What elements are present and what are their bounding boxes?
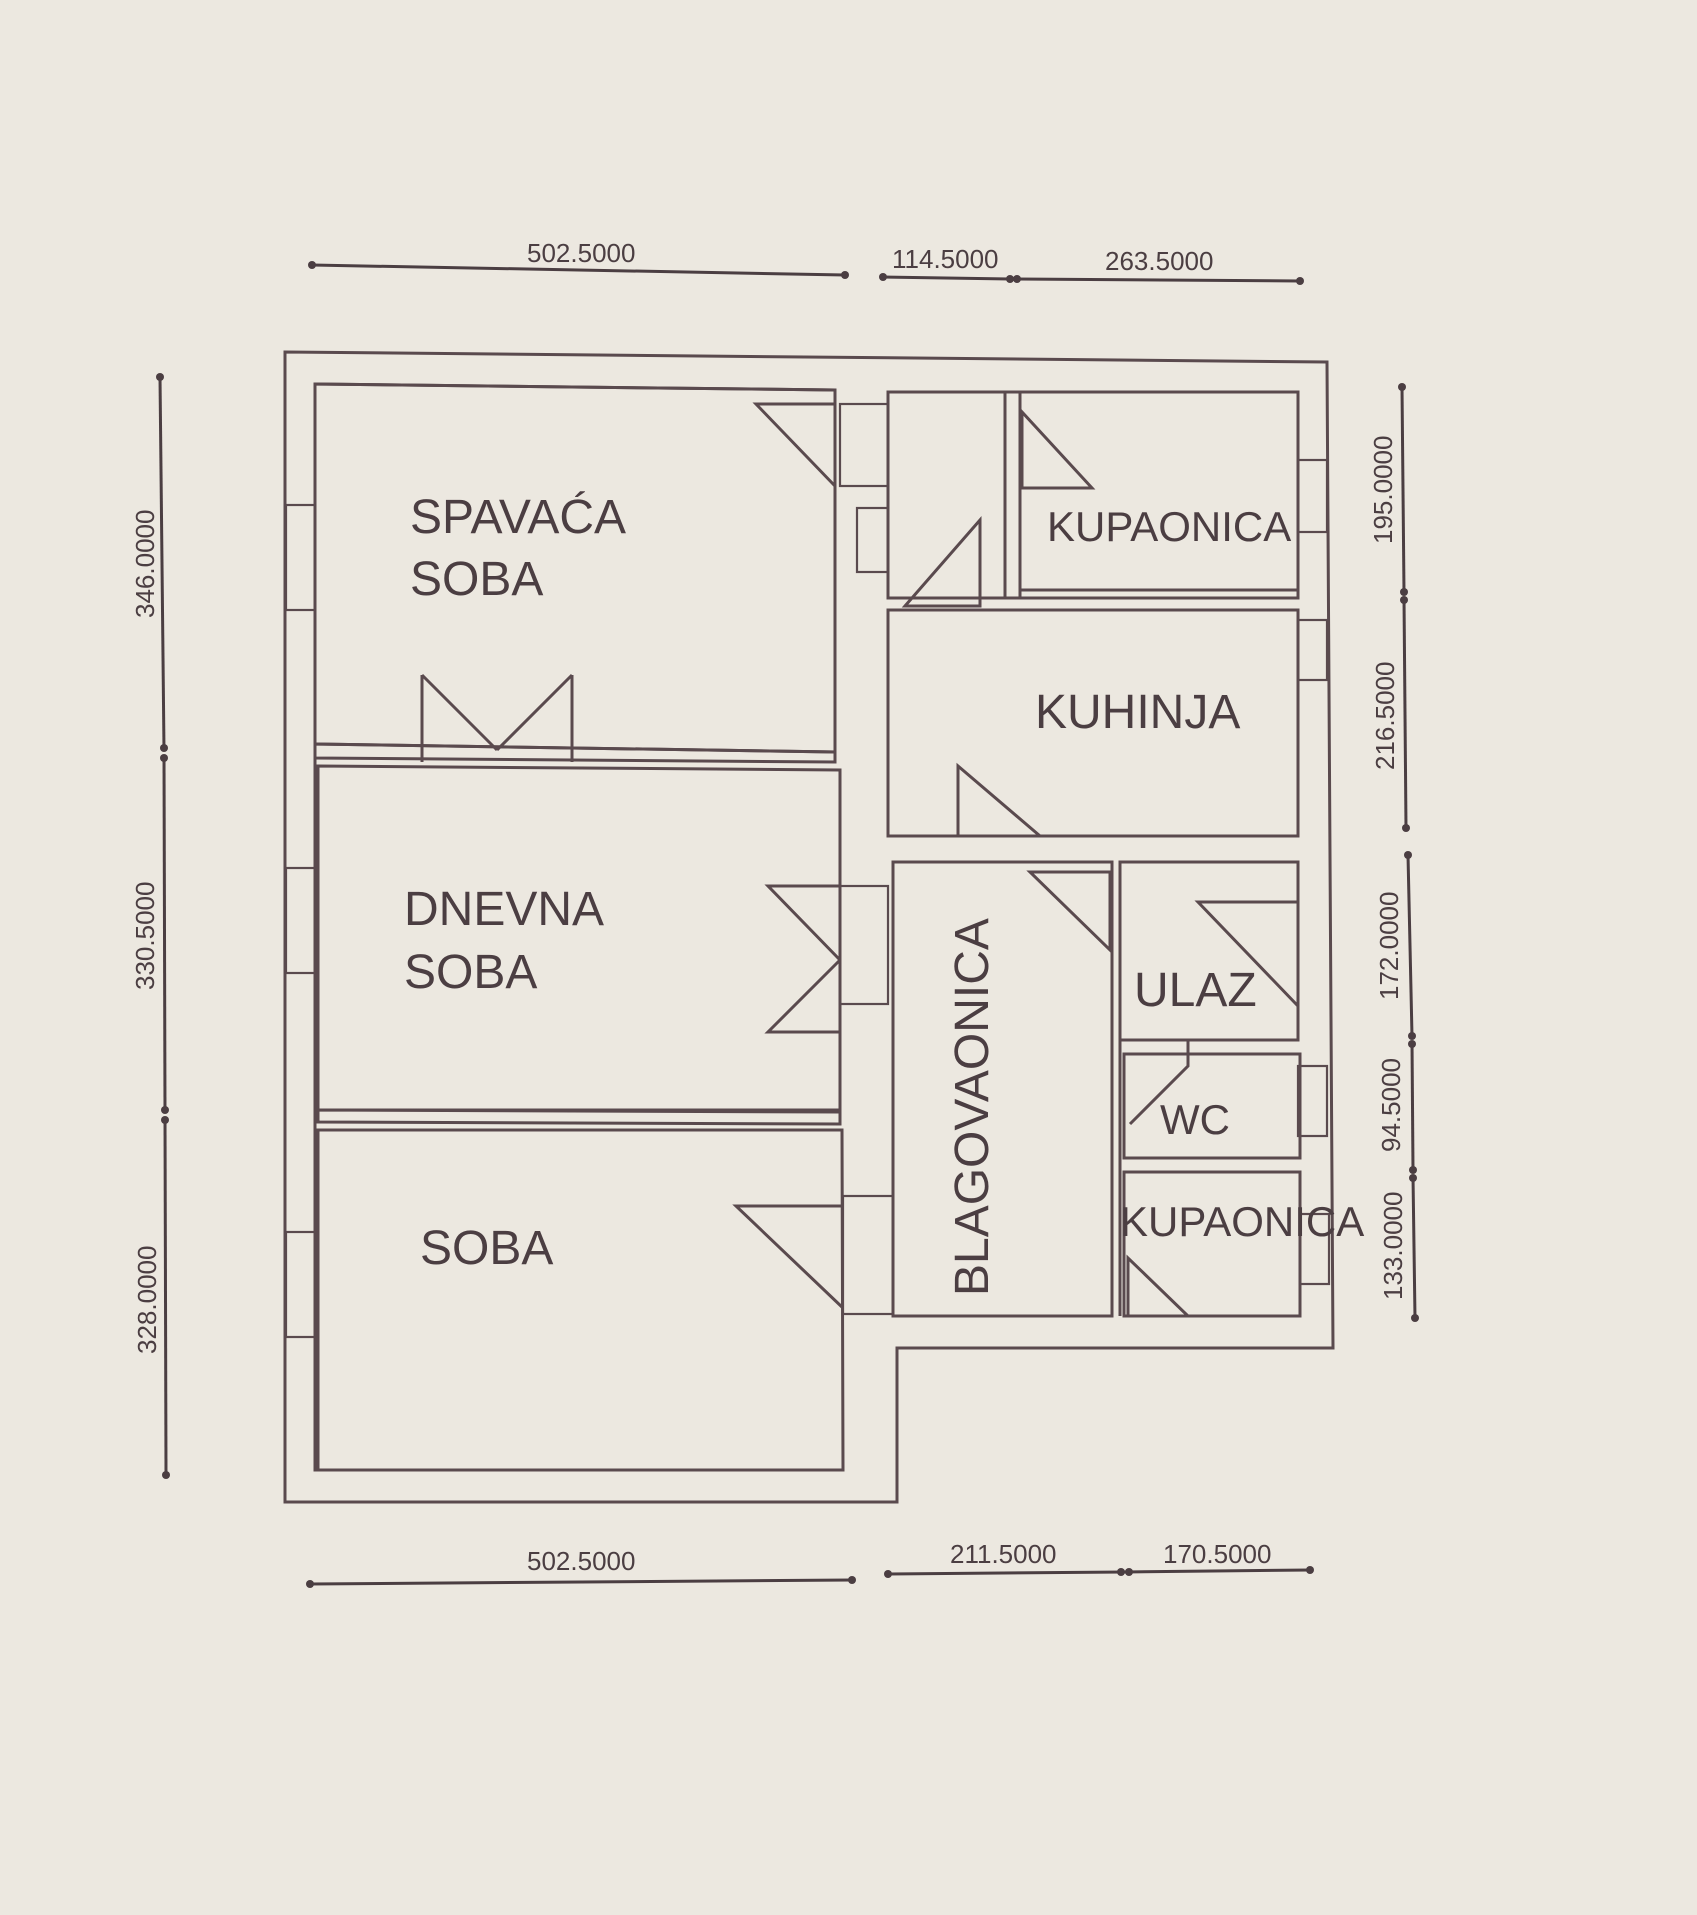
label-ulaz: ULAZ: [1134, 964, 1257, 1017]
dim-bottom-3: 170.5000: [1163, 1539, 1271, 1569]
room-spavaca-soba: [313, 382, 837, 764]
dimension-bottom: 502.5000 211.5000 170.5000: [306, 1539, 1314, 1588]
dim-top-1: 502.5000: [527, 238, 635, 268]
dimension-left: 346.0000 330.5000 328.0000: [130, 373, 170, 1479]
dim-left-2: 330.5000: [130, 882, 160, 990]
dim-right-3: 172.0000: [1374, 892, 1404, 1000]
label-blagovaonica: BLAGOVAONICA: [946, 918, 999, 1296]
label-kupaonica-bottom: KUPAONICA: [1120, 1198, 1364, 1245]
windows: [284, 402, 1331, 1339]
room-dnevna-soba: [316, 764, 842, 1126]
dim-left-1: 346.0000: [130, 510, 160, 618]
dimension-top: 502.5000 114.5000 263.5000: [308, 238, 1304, 285]
label-soba: SOBA: [420, 1222, 553, 1275]
label-dnevna-line1: DNEVNA: [404, 883, 604, 936]
room-kupaonica-top: [886, 390, 1300, 600]
room-ulaz: [1118, 860, 1300, 1042]
dim-top-2: 114.5000: [892, 244, 999, 274]
dim-right-2: 216.5000: [1370, 662, 1400, 770]
room-soba: [316, 1128, 845, 1472]
dim-left-3: 328.0000: [132, 1246, 162, 1354]
label-kupaonica-top: KUPAONICA: [1047, 503, 1291, 550]
room-blagovaonica: [891, 860, 1122, 1318]
dim-right-1: 195.0000: [1368, 436, 1398, 544]
dim-bottom-2: 211.5000: [950, 1539, 1057, 1569]
room-kupaonica-bottom: [1122, 1170, 1302, 1318]
dimension-right: 195.0000 216.5000 172.0000 94.5000 133.0…: [1368, 383, 1419, 1322]
label-spavaca-line1: SPAVAĆA: [410, 490, 626, 544]
dim-bottom-1: 502.5000: [527, 1546, 635, 1576]
label-wc: WC: [1160, 1096, 1230, 1143]
room-wc: [1122, 1052, 1302, 1160]
label-kuhinja: KUHINJA: [1035, 686, 1240, 739]
dim-top-3: 263.5000: [1105, 246, 1213, 276]
dim-right-4: 94.5000: [1376, 1058, 1406, 1152]
dim-right-5: 133.0000: [1378, 1192, 1408, 1300]
label-spavaca-line2: SOBA: [410, 553, 543, 606]
label-dnevna-line2: SOBA: [404, 946, 537, 999]
doors: [420, 402, 1300, 1318]
